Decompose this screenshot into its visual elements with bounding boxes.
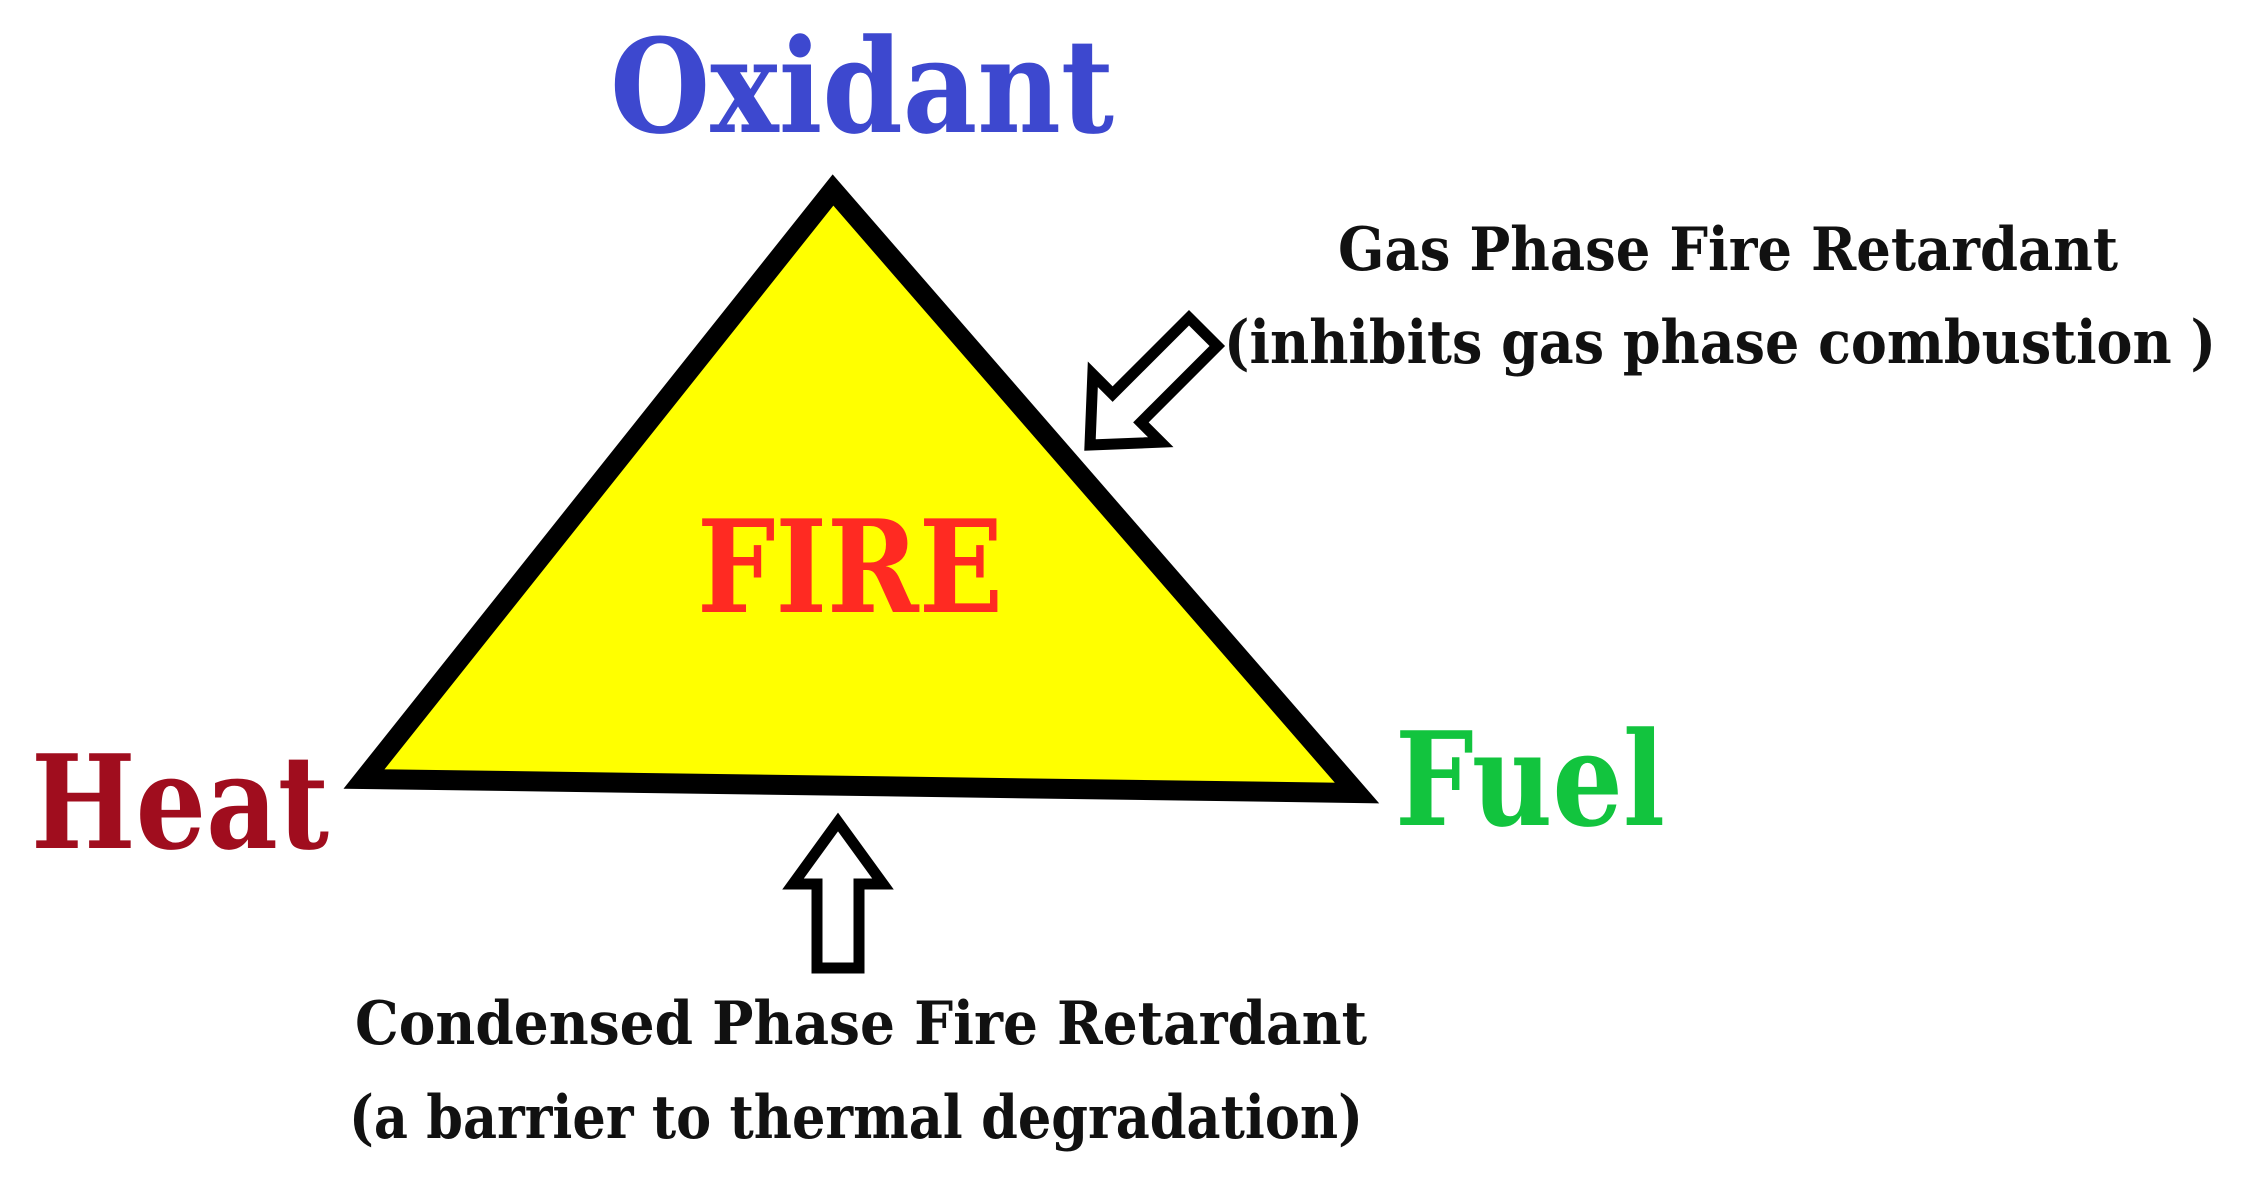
gas-phase-subtitle: (inhibits gas phase combustion )	[1224, 308, 2216, 378]
oxidant-label: Oxidant	[610, 10, 1114, 163]
fuel-label: Fuel	[1395, 703, 1665, 856]
fire-label: FIRE	[697, 493, 1003, 643]
gas-phase-arrow	[1084, 309, 1226, 451]
condensed-phase-subtitle: (a barrier to thermal degradation)	[349, 1083, 1363, 1153]
gas-phase-title: Gas Phase Fire Retardant	[1338, 215, 2118, 285]
heat-label: Heat	[31, 726, 329, 879]
fire-triangle	[343, 174, 1380, 804]
condensed-phase-title: Condensed Phase Fire Retardant	[355, 989, 1367, 1059]
condensed-phase-arrow	[782, 812, 894, 974]
